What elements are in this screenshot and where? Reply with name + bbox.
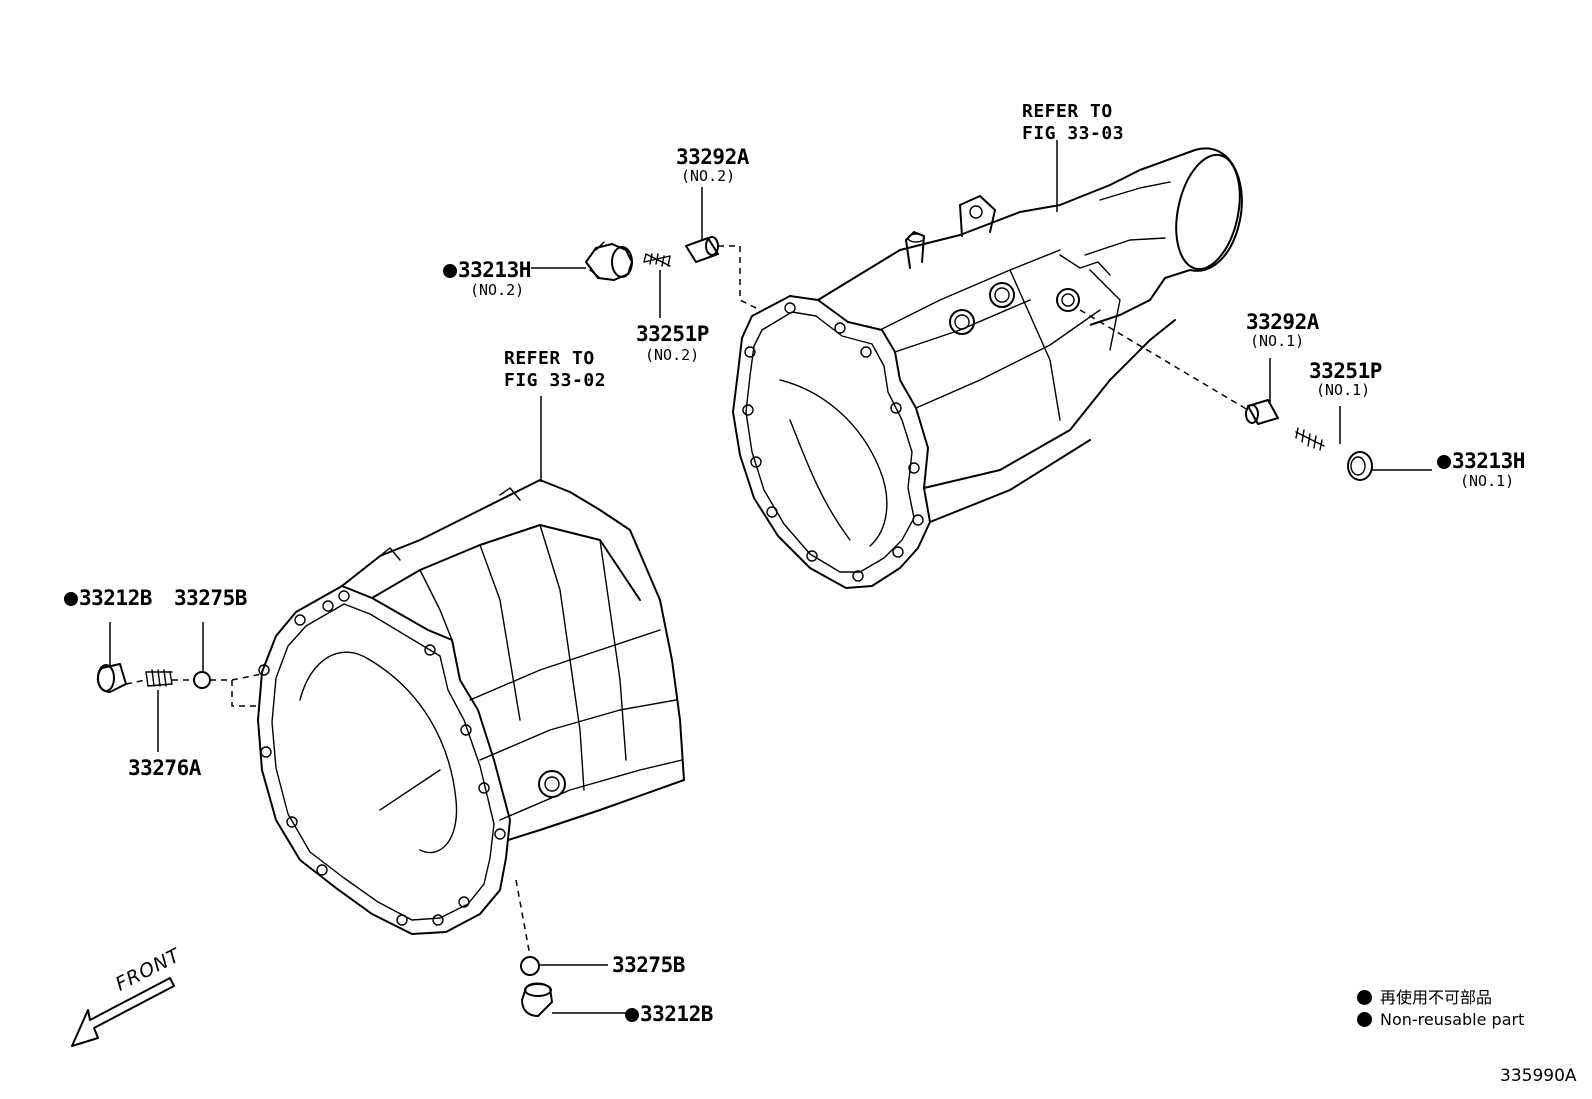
part-number-33251p-no2[interactable]: 33251P [636, 322, 709, 346]
front-arrow-icon [71, 977, 175, 1047]
part-sub-33292a-no2: (NO.2) [681, 167, 736, 185]
legend-japanese: 再使用不可部品 [1357, 984, 1492, 1008]
part-number-33251p-no1[interactable]: 33251P [1309, 359, 1382, 383]
part-number-33276a[interactable]: 33276A [128, 756, 201, 780]
part-sub-33213h-no2: (NO.2) [470, 281, 525, 299]
part-sub-33213h-no1: (NO.1) [1460, 472, 1515, 490]
plug-33213h-no1-drawing [1347, 451, 1373, 481]
non-reusable-dot-icon [625, 1008, 639, 1022]
plug-33212b-left-drawing [96, 663, 127, 693]
refer-upper-line2: FIG 33-03 [1022, 123, 1125, 144]
non-reusable-dot-icon [64, 592, 78, 606]
part-number-33212b-bottom[interactable]: 33212B [625, 1004, 713, 1025]
part-number-33292a-no1[interactable]: 33292A [1246, 310, 1319, 334]
ball-33275b-bottom-drawing [520, 956, 540, 976]
pin-33292a-no1-drawing [1245, 399, 1279, 425]
spring-33251p-no1-drawing [1295, 427, 1325, 451]
ball-33275b-left-drawing [193, 671, 211, 689]
part-sub-33292a-no1: (NO.1) [1250, 332, 1305, 350]
refer-to-fig-33-02-label: REFER TO FIG 33-02 [504, 350, 606, 390]
part-number-33213h-no2[interactable]: 33213H [443, 260, 531, 281]
plug-33213h-no2-drawing [585, 241, 633, 281]
refer-upper-line1: REFER TO [1022, 101, 1113, 122]
part-number-33275b-left[interactable]: 33275B [174, 586, 247, 610]
part-number-33213h-no1[interactable]: 33213H [1437, 451, 1525, 472]
spring-33251p-no2-drawing [643, 253, 671, 267]
spring-33276a-drawing [145, 669, 173, 687]
part-number-33212b-left[interactable]: 33212B [64, 588, 152, 609]
part-sub-33251p-no1: (NO.1) [1316, 381, 1371, 399]
non-reusable-dot-icon [1437, 455, 1451, 469]
figure-id: 335990A [1500, 1066, 1577, 1086]
non-reusable-dot-icon [443, 264, 457, 278]
part-sub-33251p-no2: (NO.2) [645, 346, 700, 364]
part-number-33292a-no2[interactable]: 33292A [676, 145, 749, 169]
extension-housing-drawing [732, 147, 1243, 589]
refer-lower-line1: REFER TO [504, 348, 595, 369]
pin-33292a-no2-drawing [685, 236, 719, 263]
legend-english: Non-reusable part [1357, 1010, 1524, 1029]
non-reusable-dot-icon [1357, 990, 1372, 1005]
refer-lower-line2: FIG 33-02 [504, 370, 607, 391]
transmission-case-drawing [257, 479, 685, 935]
refer-to-fig-33-03-label: REFER TO FIG 33-03 [1022, 103, 1124, 143]
plug-33212b-bottom-drawing [521, 982, 553, 1017]
non-reusable-dot-icon [1357, 1012, 1372, 1027]
part-number-33275b-bottom[interactable]: 33275B [612, 953, 685, 977]
